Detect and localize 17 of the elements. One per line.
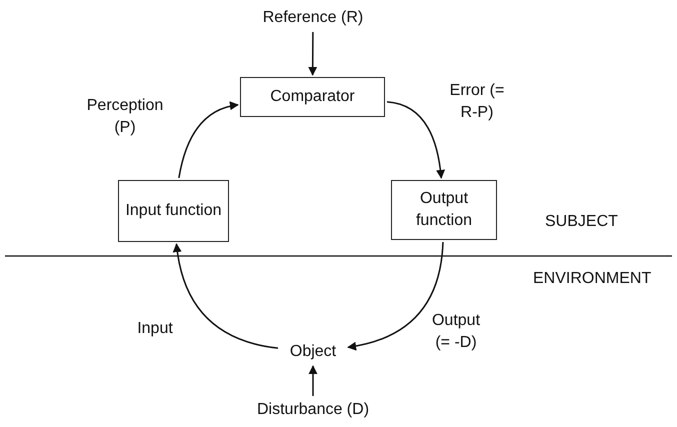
- arrow: [308, 32, 318, 76]
- arrow: [173, 243, 278, 349]
- process-box: [118, 180, 229, 242]
- arrow: [308, 365, 318, 396]
- node-label: Object: [290, 342, 336, 362]
- arrow: [386, 101, 445, 179]
- box-label: Input function: [125, 201, 222, 222]
- box-label: Output function: [414, 189, 474, 231]
- region-label: SUBJECT: [545, 213, 618, 231]
- region-label: ENVIRONMENT: [533, 270, 652, 288]
- box-label: Comparator: [270, 87, 355, 108]
- process-box: [391, 180, 497, 240]
- process-box: [240, 77, 385, 117]
- node-label: Reference (R): [262, 8, 364, 28]
- arrow: [178, 102, 239, 178]
- node-label: Disturbance (D): [256, 400, 370, 420]
- arrow: [347, 242, 444, 350]
